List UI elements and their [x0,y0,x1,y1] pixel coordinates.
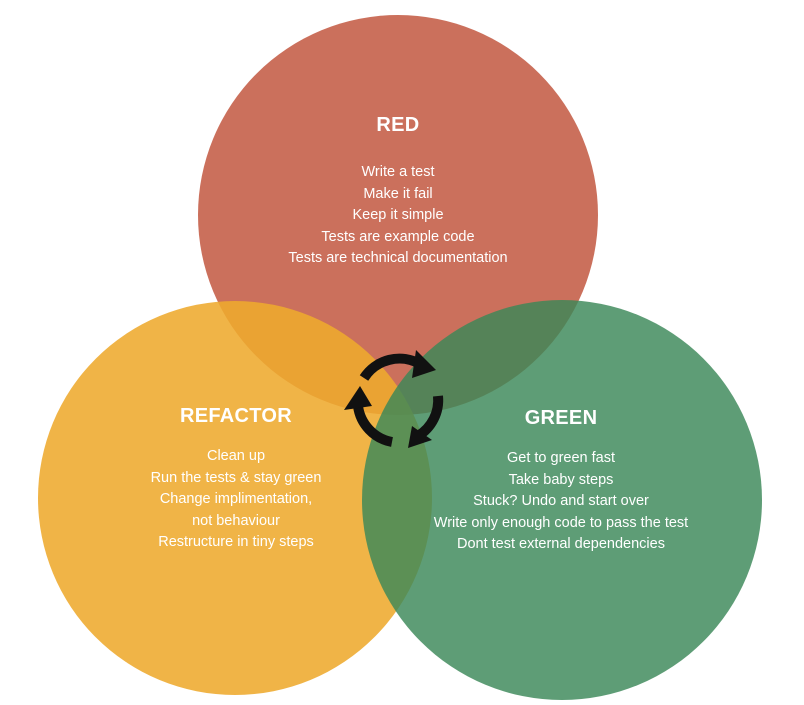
refactor-lines: Clean up Run the tests & stay green Chan… [96,446,376,554]
green-line: Get to green fast [506,450,615,466]
red-line: Write a test [361,164,435,180]
refactor-title: REFACTOR [179,405,293,427]
green-line: Take baby steps [508,471,614,488]
refactor-line: Change implimentation, [159,491,313,507]
red-line: Tests are technical documentation [288,250,508,266]
refactor-line: Clean up [206,448,266,464]
cycle-arrows-icon [344,350,444,448]
green-line: Stuck? Undo and start over [473,493,649,509]
red-title: RED [376,114,420,136]
red-line: Tests are example code [321,228,475,245]
red-line: Keep it simple [352,207,444,223]
red-line: Make it fail [363,185,433,202]
refactor-line: Restructure in tiny steps [158,534,314,550]
green-circle [362,300,762,700]
red-lines: Write a test Make it fail Keep it simple… [218,162,578,270]
green-line: Write only enough code to pass the test [433,514,689,531]
refactor-circle [38,301,432,695]
refactor-line: not behaviour [192,512,280,529]
green-title: GREEN [524,407,598,429]
refactor-line: Run the tests & stay green [150,469,322,486]
green-line: Dont test external dependencies [457,536,665,552]
green-lines: Get to green fast Take baby steps Stuck?… [391,448,731,556]
